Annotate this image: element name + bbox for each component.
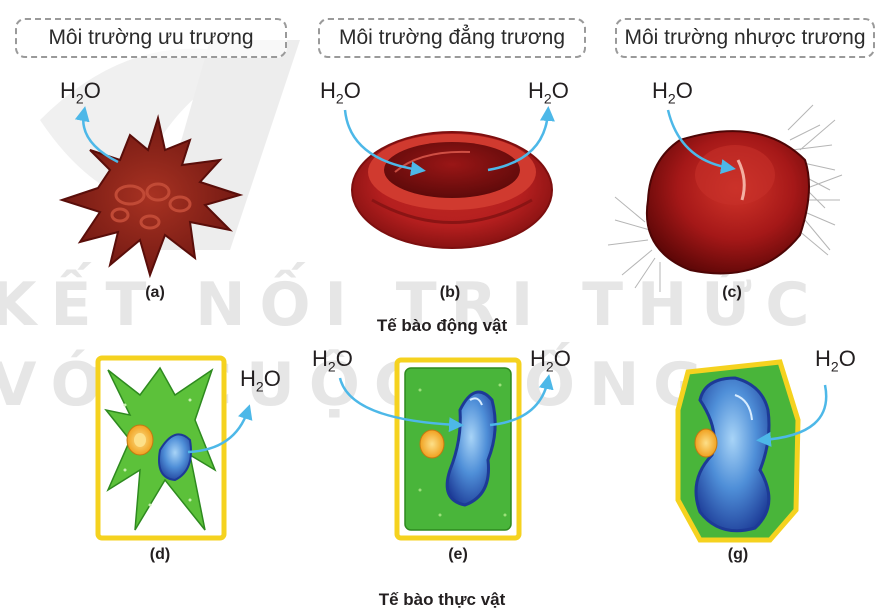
h2o-label-a: H2O [60,80,101,105]
h2o-label-b-right: H2O [528,80,569,105]
env-label-hypotonic: Môi trường nhược trương [615,18,875,58]
panel-label-c: (c) [712,284,752,302]
panel-label-g: (g) [718,546,758,564]
h2o-label-c: H2O [652,80,693,105]
panel-label-b: (b) [430,284,470,302]
section-title-plant: Tế bào thực vật [292,590,592,610]
env-label-hypertonic: Môi trường ưu trương [15,18,287,58]
plasmolysed-plant-cell [98,358,224,538]
panel-label-e: (e) [438,546,478,564]
panel-label-a: (a) [135,284,175,302]
panel-label-d: (d) [140,546,180,564]
lysed-red-blood-cell [608,105,842,292]
section-title-animal: Tế bào động vật [292,316,592,336]
h2o-label-e-right: H2O [530,348,571,373]
crenated-red-blood-cell [62,118,240,275]
h2o-label-d: H2O [240,368,281,393]
h2o-label-g: H2O [815,348,856,373]
h2o-label-b-left: H2O [320,80,361,105]
normal-red-blood-cell [352,132,552,248]
normal-plant-cell [397,360,519,538]
turgid-plant-cell [678,362,798,540]
env-label-isotonic: Môi trường đẳng trương [318,18,586,58]
h2o-label-e-left: H2O [312,348,353,373]
